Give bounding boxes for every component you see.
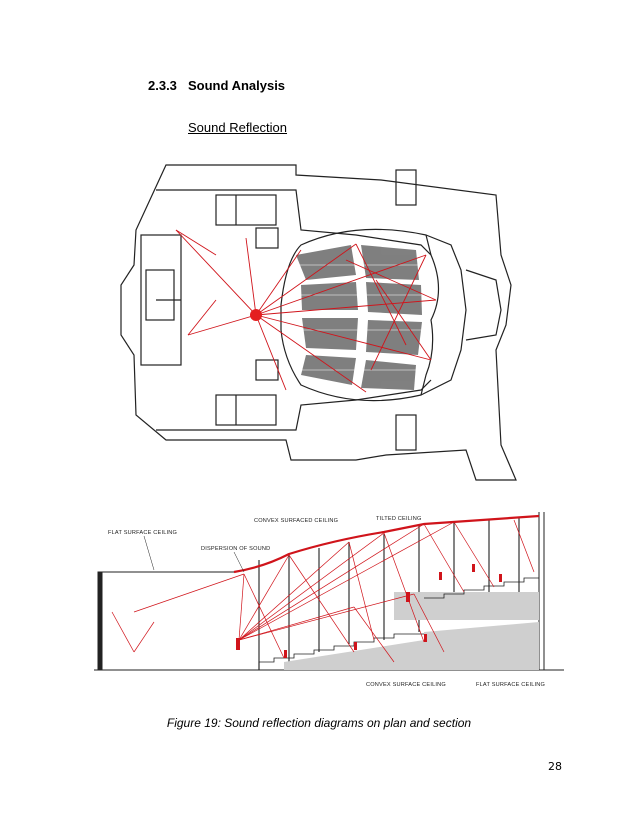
label-convex-surfaced-ceiling: CONVEX SURFACED CEILING — [254, 518, 338, 524]
subheading-sound-reflection: Sound Reflection — [188, 120, 288, 135]
page-number: 28 — [548, 760, 562, 773]
floor-plan-diagram — [120, 164, 517, 481]
sound-source-marker — [250, 309, 262, 321]
label-tilted-ceiling: TILTED CEILING — [376, 516, 422, 522]
label-flat-surface-ceiling-left: FLAT SURFACE CEILING — [108, 530, 177, 536]
label-flat-surface-ceiling-bottom: FLAT SURFACE CEILING — [476, 682, 545, 688]
section-title: Sound Analysis — [188, 78, 286, 93]
section-heading: 2.3.3 Sound Analysis — [148, 78, 285, 93]
section-diagram: FLAT SURFACE CEILING CONVEX SURFACED CEI… — [94, 512, 564, 688]
label-convex-surface-ceiling-bottom: CONVEX SURFACE CEILING — [366, 682, 446, 688]
figure-caption: Figure 19: Sound reflection diagrams on … — [166, 716, 472, 730]
label-dispersion-of-sound: DISPERSION OF SOUND — [201, 546, 270, 552]
section-number: 2.3.3 — [148, 78, 177, 93]
